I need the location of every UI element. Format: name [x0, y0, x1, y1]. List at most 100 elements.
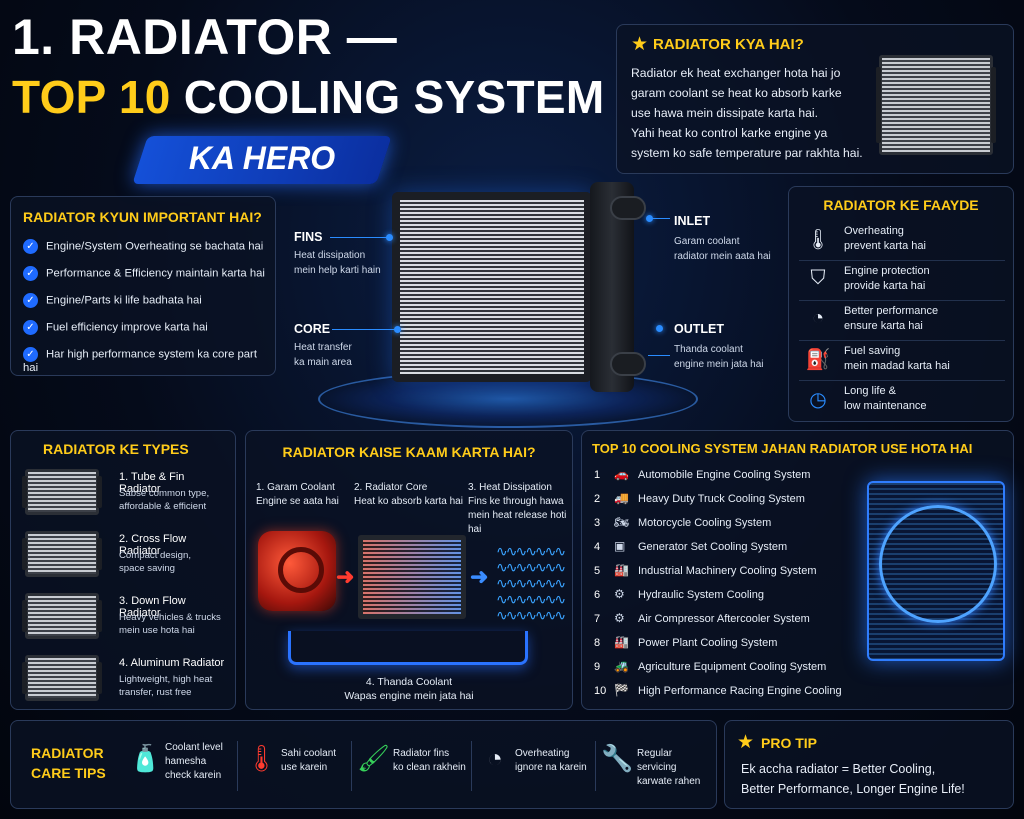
air-wave-icon: ∿∿∿∿∿∿∿ — [496, 559, 566, 573]
kya-line: Yahi heat ko control karke engine ya — [631, 126, 828, 140]
type-desc-line: transfer, rust free — [119, 687, 192, 698]
hydraulic-icon: ⚙ — [614, 587, 625, 601]
outlet-desc-line: engine mein jata hai — [674, 359, 764, 370]
step-2-desc: Heat ko absorb karta hai — [354, 496, 463, 507]
list-item: 9🚜Agriculture Equipment Cooling System — [594, 659, 826, 673]
list-label: Power Plant Cooling System — [638, 637, 778, 649]
list-item: 5🏭Industrial Machinery Cooling System — [594, 563, 817, 577]
racing-flag-icon: 🏁 — [614, 683, 629, 697]
kya-line: system ko safe temperature par rakhta ha… — [631, 146, 863, 160]
divider — [471, 741, 472, 791]
kaam-title: RADIATOR KAISE KAAM KARTA HAI? — [282, 444, 536, 460]
care-tip-line: Radiator fins — [393, 748, 450, 759]
kya-line: Radiator ek heat exchanger hota hai jo — [631, 66, 841, 80]
type-name: 3. Down Flow Radiator — [119, 595, 186, 619]
title-top10: TOP 10 — [12, 71, 171, 123]
wrench-icon: 🔧 — [601, 743, 634, 773]
important-item-label: Fuel efficiency improve karta hai — [46, 321, 208, 334]
type-desc-line: space saving — [119, 563, 175, 574]
pro-tip-panel: ★ PRO TIP Ek accha radiator = Better Coo… — [724, 720, 1014, 809]
inlet-desc-line: Garam coolant — [674, 236, 740, 247]
faayde-item-text: Overheating prevent karta hai — [844, 224, 926, 254]
list-label: Automobile Engine Cooling System — [638, 469, 811, 481]
gauge-icon: ◔ — [811, 307, 825, 329]
type-item: 1. Tube & Fin Radiator Sabse common type… — [21, 465, 227, 525]
divider — [351, 741, 352, 791]
arrow-right-icon: ➜ — [336, 564, 355, 589]
type-item: 2. Cross Flow Radiator Compact design,sp… — [21, 527, 227, 587]
outlet-pipe — [610, 352, 646, 376]
type-desc: Sabse common type,affordable & efficient — [119, 487, 209, 513]
divider — [595, 741, 596, 791]
type-desc-line: Compact design, — [119, 550, 191, 561]
list-number: 3 — [594, 517, 601, 529]
step-1-desc: Engine se aata hai — [256, 496, 339, 507]
motorcycle-icon: 🏍 — [614, 515, 630, 529]
faayde-line: Engine protection — [844, 265, 930, 277]
list-number: 6 — [594, 589, 601, 601]
list-item: 7⚙Air Compressor Aftercooler System — [594, 611, 810, 625]
care-tip-text: Radiator fins ko clean rakhein — [393, 747, 466, 775]
shield-icon: ⛉ — [810, 267, 826, 289]
list-item: 8🏭Power Plant Cooling System — [594, 635, 777, 649]
core-leader-line — [332, 329, 398, 330]
check-icon: ✓ — [23, 239, 38, 254]
fins-desc-line: Heat dissipation — [294, 250, 366, 261]
faayde-line: Overheating — [844, 225, 904, 237]
list-number: 1 — [594, 469, 601, 481]
step-3-title: 3. Heat Dissipation — [468, 482, 552, 493]
type-name: 1. Tube & Fin Radiator — [119, 471, 185, 495]
important-item: ✓Fuel efficiency improve karta hai — [23, 320, 208, 335]
list-label: Industrial Machinery Cooling System — [638, 565, 817, 577]
list-label: High Performance Racing Engine Cooling — [638, 685, 842, 697]
type-desc: Compact design, space saving — [119, 549, 191, 575]
list-label: Heavy Duty Truck Cooling System — [638, 493, 805, 505]
type-desc-line: mein use hota hai — [119, 625, 195, 636]
care-tip-line: hamesha — [165, 756, 207, 767]
gauge-icon: ◔ — [487, 743, 503, 773]
inlet-pipe — [610, 196, 646, 220]
list-label: Agriculture Equipment Cooling System — [638, 661, 827, 673]
important-item-label: Har high performance system ka core part… — [23, 348, 257, 374]
arrow-right-icon: ➜ — [470, 564, 489, 589]
star-icon: ★ — [737, 732, 755, 753]
important-item-label: Engine/Parts ki life badhata hai — [46, 294, 202, 307]
step-4-desc: Wapas engine mein jata hai — [344, 690, 474, 702]
radiator-core-image — [358, 535, 466, 619]
tractor-icon: 🚜 — [614, 659, 629, 673]
star-icon: ★ — [631, 34, 649, 55]
important-item: ✓ Engine/Parts ki life badhata hai — [23, 293, 202, 308]
faayde-line: prevent karta hai — [844, 240, 926, 252]
care-tip-line: ko clean rakhein — [393, 762, 466, 773]
check-icon: ✓ — [23, 293, 38, 308]
faayde-item: 🌡 Overheating prevent karta hai — [799, 223, 1005, 261]
important-item: ✓Engine/System Overheating se bachata ha… — [23, 239, 263, 254]
faayde-line: Better performance — [844, 305, 939, 317]
thermometer-icon: 🌡 — [805, 229, 831, 251]
list-item: 4▣Generator Set Cooling System — [594, 539, 787, 553]
important-item: ✓Performance & Efficiency maintain karta… — [23, 266, 265, 281]
fuel-pump-icon: ⛽ — [805, 349, 831, 371]
faayde-line: low maintenance — [844, 400, 927, 412]
list-number: 8 — [594, 637, 601, 649]
inlet-label: INLET — [674, 214, 711, 228]
air-wave-icon: ∿∿∿∿∿∿∿ — [496, 607, 566, 621]
coolant-bottle-icon: 🧴 — [129, 743, 162, 773]
step-1-title: 1. Garam Coolant — [256, 482, 335, 493]
generator-icon: ▣ — [614, 539, 626, 553]
type-item: 3. Down Flow Radiator Heavy vehicles & t… — [21, 589, 227, 649]
truck-icon: 🚚 — [614, 491, 629, 505]
